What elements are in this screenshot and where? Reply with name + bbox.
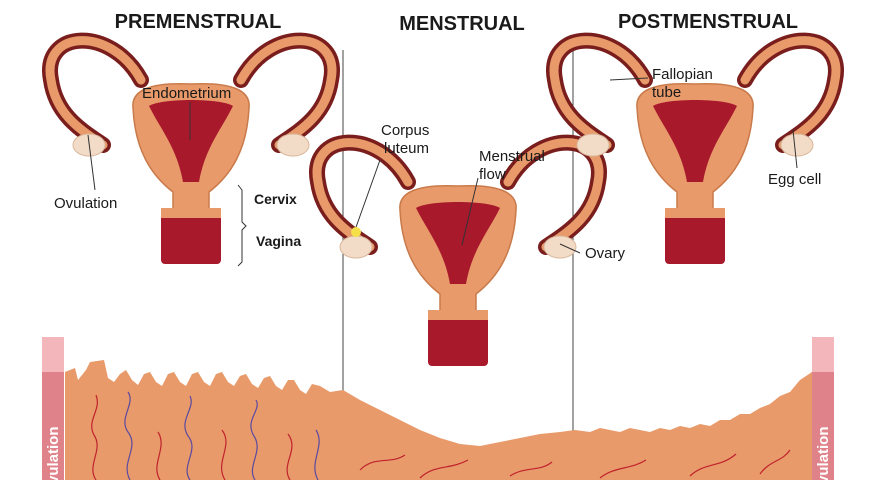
- label-endometrium: Endometrium: [142, 85, 231, 102]
- phase-title-menstrual: MENSTRUAL: [399, 13, 525, 35]
- label-cervix: Cervix: [254, 191, 297, 207]
- label-corpus-luteum-line1: Corpus: [381, 122, 429, 139]
- label-ovary: Ovary: [585, 245, 626, 262]
- label-corpus-luteum-line2: luteum: [384, 140, 429, 157]
- label-menstrual-flow-line1: Menstrual: [479, 148, 545, 165]
- phase-title-premenstrual: PREMENSTRUAL: [115, 11, 282, 33]
- label-menstrual-flow-line2: flow: [479, 166, 506, 183]
- label-egg-cell: Egg cell: [768, 171, 821, 188]
- corpus-luteum-marker: [351, 227, 361, 237]
- uterus-premenstrual: [50, 41, 332, 264]
- phase-title-postmenstrual: POSTMENSTRUAL: [618, 11, 798, 33]
- ovulation-bar-left: [42, 337, 64, 480]
- label-fallopian-tube-line2: tube: [652, 84, 681, 101]
- ovulation-bar-right: [812, 337, 834, 480]
- endometrium-thickness-band: [65, 360, 812, 480]
- uterus-menstrual: [317, 143, 599, 366]
- label-ovulation: Ovulation: [54, 195, 117, 212]
- label-fallopian-tube-line1: Fallopian: [652, 66, 713, 83]
- blood-vessels: [91, 391, 791, 481]
- label-vagina: Vagina: [256, 233, 301, 249]
- side-label-right: vulation: [815, 426, 832, 480]
- side-label-left: vulation: [45, 426, 62, 480]
